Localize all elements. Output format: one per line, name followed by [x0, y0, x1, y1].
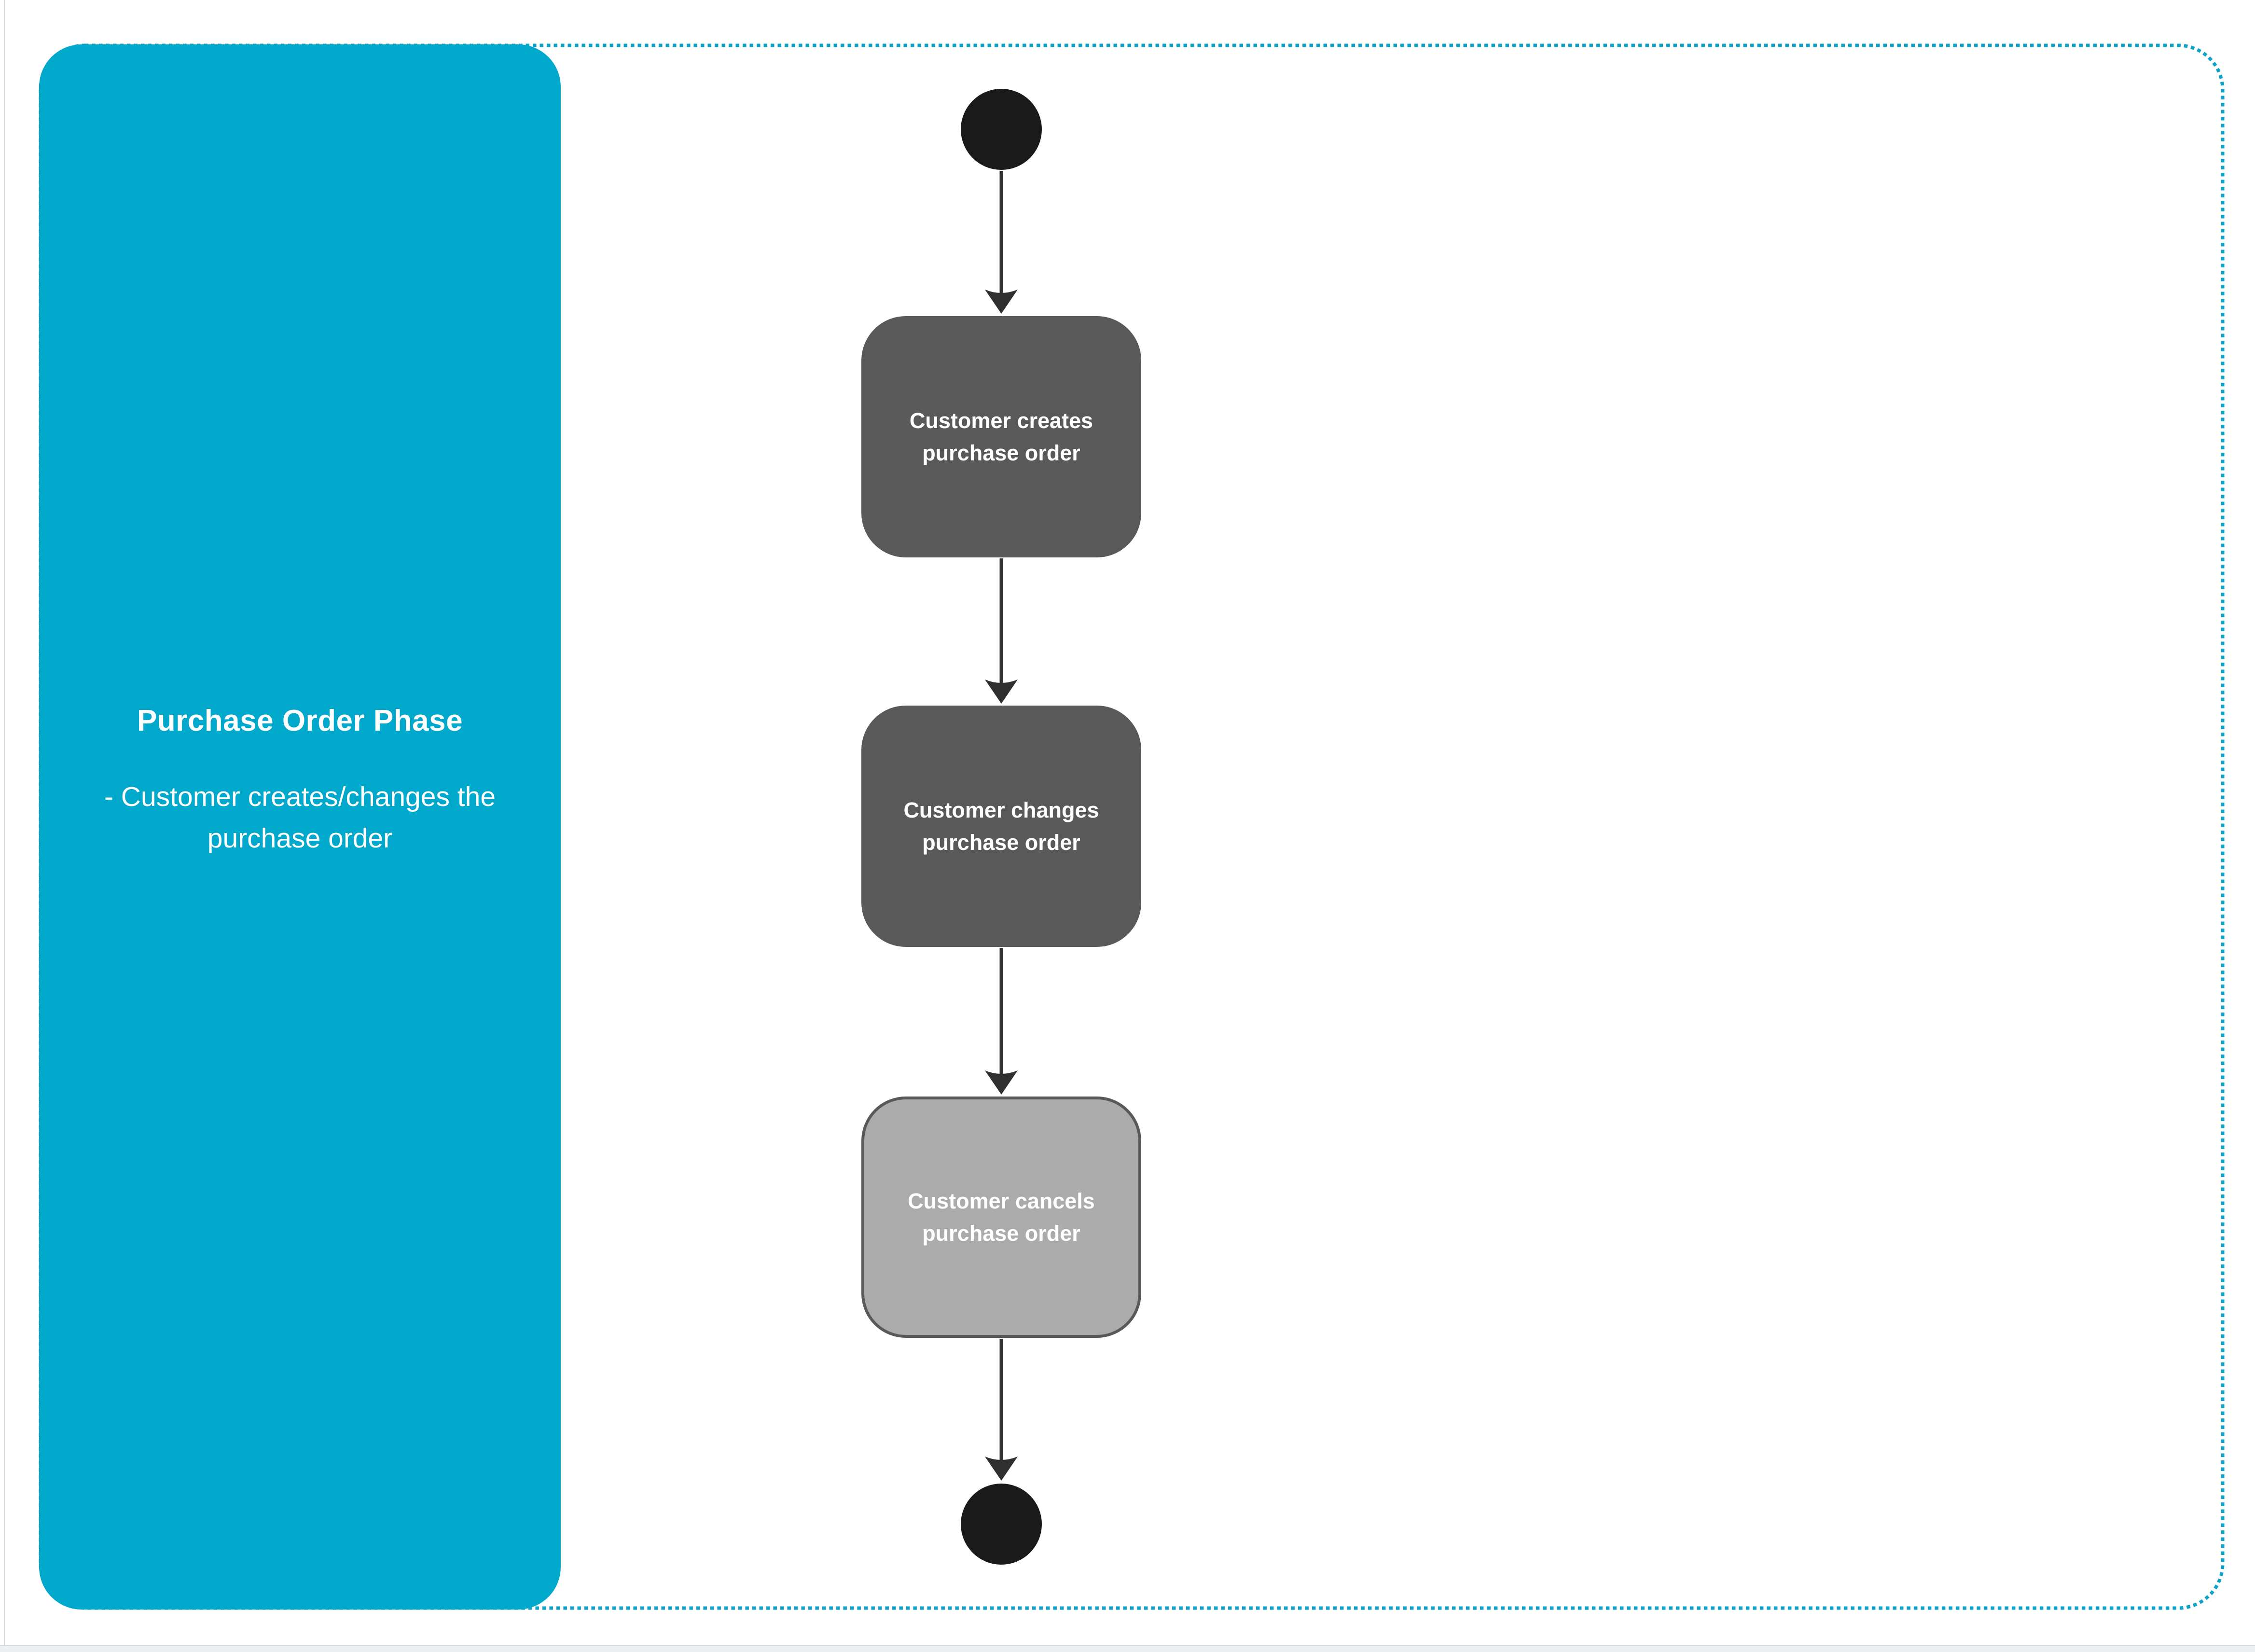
activity-label: Customer changes purchase order: [903, 797, 1099, 855]
page-left-edge: [4, 0, 5, 1652]
activity-label: Customer cancels purchase order: [908, 1188, 1095, 1246]
arrowhead-icon: [985, 290, 1018, 314]
phase-description: - Customer creates/changes the purchase …: [104, 781, 496, 854]
activity-node-cancel-order: Customer cancels purchase order: [861, 1097, 1141, 1338]
final-node: [961, 1484, 1042, 1565]
phase-title: Purchase Order Phase: [137, 704, 463, 737]
activity-label: Customer creates purchase order: [909, 408, 1093, 466]
activity-node-create-order: Customer creates purchase order: [861, 316, 1141, 557]
arrowhead-icon: [985, 1457, 1018, 1481]
arrowhead-icon: [985, 680, 1018, 704]
activity-node-change-order: Customer changes purchase order: [861, 706, 1141, 947]
page-bottom-edge: [0, 1645, 2255, 1652]
arrowhead-icon: [985, 1070, 1018, 1095]
initial-node: [961, 89, 1042, 170]
phase-sidebar: Purchase Order Phase - Customer creates/…: [39, 44, 561, 1610]
phase-sidebar-text: Purchase Order Phase - Customer creates/…: [39, 704, 561, 859]
